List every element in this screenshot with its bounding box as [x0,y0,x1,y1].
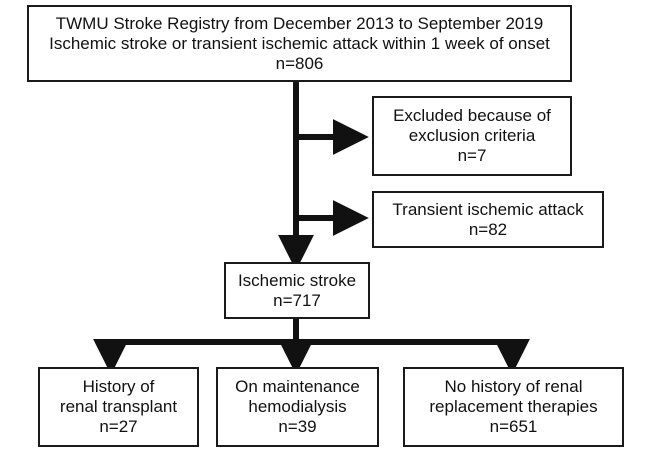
excluded-tia-count: n=82 [468,219,508,239]
registry-box: TWMU Stroke Registry from December 2013 … [27,5,572,82]
hemodialysis-box: On maintenance hemodialysis n=39 [216,367,379,447]
ischemic-stroke-box: Ischemic stroke n=717 [224,262,370,319]
ischemic-stroke-count: n=717 [273,290,321,310]
no-rrt-line1: No history of renal [444,377,583,396]
hemodialysis-count: n=39 [278,417,317,436]
excluded-criteria-line1: Excluded because of [393,106,551,125]
excluded-tia-line1: Transient ischemic attack [392,199,584,219]
no-rrt-count: n=651 [489,417,538,436]
registry-count: n=806 [275,53,324,73]
renal-transplant-line2: renal transplant [59,397,178,416]
renal-transplant-box: History of renal transplant n=27 [38,367,199,447]
renal-transplant-count: n=27 [99,417,138,436]
renal-transplant-line1: History of [82,377,155,396]
excluded-criteria-box: Excluded because of exclusion criteria n… [372,96,572,176]
no-rrt-line2: replacement therapies [429,397,598,416]
hemodialysis-line1: On maintenance [235,377,360,396]
excluded-tia-box: Transient ischemic attack n=82 [372,191,604,248]
ischemic-stroke-line1: Ischemic stroke [237,270,357,290]
no-rrt-box: No history of renal replacement therapie… [403,367,624,447]
hemodialysis-line2: hemodialysis [248,397,347,416]
excluded-criteria-line2: exclusion criteria [408,126,536,145]
registry-line1: TWMU Stroke Registry from December 2013 … [55,13,544,33]
registry-line2: Ischemic stroke or transient ischemic at… [49,33,550,53]
excluded-criteria-count: n=7 [457,146,487,165]
